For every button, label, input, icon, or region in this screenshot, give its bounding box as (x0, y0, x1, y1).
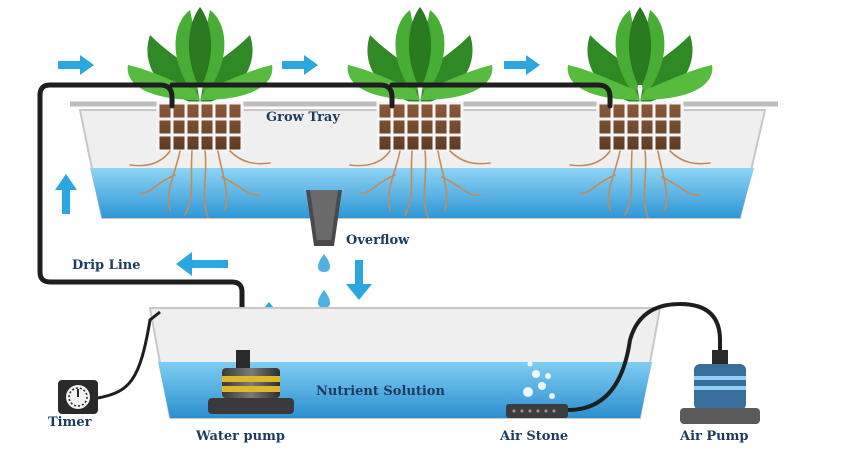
timer-cable (97, 310, 161, 400)
air-stone (506, 404, 568, 418)
air-pump (680, 350, 760, 424)
water-pump (208, 350, 294, 414)
flow-arrow-right-2 (282, 55, 318, 75)
label-nutrient-solution: Nutrient Solution (316, 384, 445, 399)
label-water-pump: Water pump (196, 429, 285, 444)
overflow-drain (306, 190, 342, 246)
label-grow-tray: Grow Tray (266, 110, 340, 125)
label-air-stone: Air Stone (500, 429, 569, 444)
label-overflow: Overflow (346, 233, 410, 248)
air-line-tube (567, 301, 722, 412)
label-air-pump: Air Pump (680, 429, 749, 444)
timer-device (58, 380, 98, 414)
label-timer: Timer (48, 415, 92, 430)
air-bubbles (523, 361, 555, 399)
flow-arrow-right-3 (504, 55, 540, 75)
drip-line-tube (37, 82, 613, 355)
flow-arrow-right-1 (58, 55, 94, 75)
label-drip-line: Drip Line (72, 258, 141, 273)
